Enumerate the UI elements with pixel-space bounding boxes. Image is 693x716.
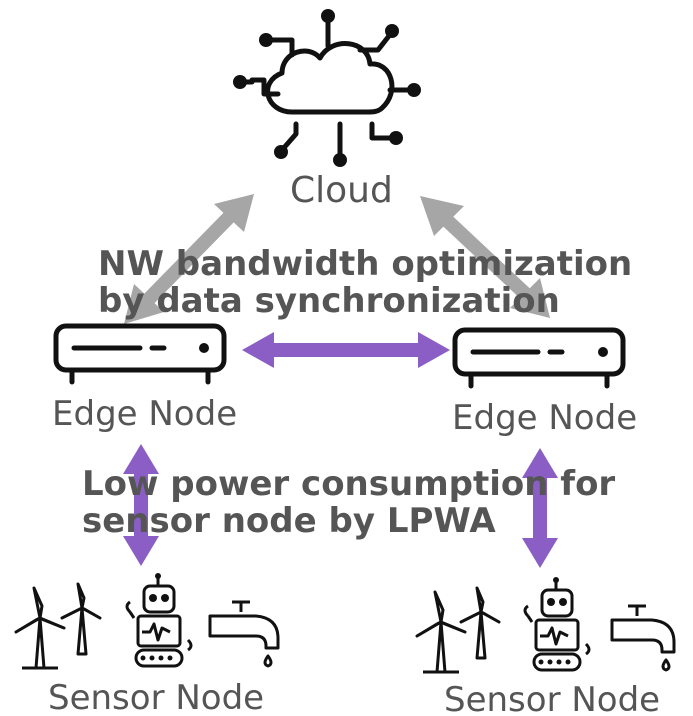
- edge-server-icon: [452, 327, 626, 389]
- water-faucet-icon: [610, 604, 676, 672]
- uplink-arrow-left: [124, 194, 254, 324]
- lpwa-arrow-right: [522, 448, 558, 568]
- lpwa-caption-line1: Low power consumption for: [82, 464, 616, 504]
- robot-icon: [125, 578, 193, 668]
- sync-caption: NW bandwidth optimization by data synchr…: [98, 244, 633, 322]
- sensor-node-left-label: Sensor Node: [48, 678, 265, 716]
- sync-caption-line2: by data synchronization: [98, 281, 560, 322]
- lpwa-arrow-left: [123, 444, 159, 566]
- wind-turbine-icon: [415, 586, 501, 674]
- cloud-label: Cloud: [290, 170, 393, 211]
- wind-turbine-icon: [14, 582, 102, 670]
- edge-node-left-label: Edge Node: [52, 394, 238, 434]
- sensor-node-right-label: Sensor Node: [444, 680, 661, 716]
- water-faucet-icon: [208, 600, 280, 668]
- edge-server-icon: [53, 323, 227, 385]
- lpwa-caption-line2: sensor node by LPWA: [82, 501, 496, 542]
- sync-caption-line1: NW bandwidth optimization: [98, 244, 633, 284]
- edge-node-right-label: Edge Node: [452, 398, 638, 438]
- lpwa-caption: Low power consumption for sensor node by…: [82, 464, 616, 542]
- edge-sync-arrow: [242, 332, 450, 368]
- uplink-arrow-right: [420, 196, 550, 318]
- robot-icon: [523, 582, 591, 672]
